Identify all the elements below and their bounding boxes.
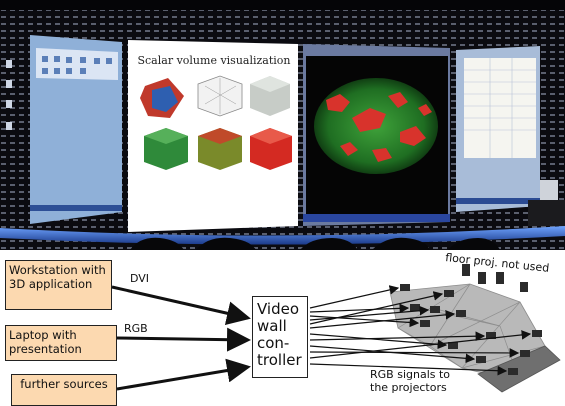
dvi-arrow [111, 285, 251, 326]
workstation-source-box: Workstation with 3D application [5, 260, 112, 310]
laptop-label: Laptop with presentation [9, 328, 82, 356]
rgb-arrow [116, 327, 251, 352]
screen-title: Scalar volume visualization [137, 54, 290, 67]
further-arrow [116, 358, 251, 391]
rgb-output-label: RGB signals to the projectors [370, 368, 451, 394]
rgb-label: RGB [124, 322, 148, 335]
laptop-source-box: Laptop with presentation [5, 325, 117, 361]
scalar-visualization-screen: Scalar volume visualization [128, 40, 298, 232]
volume-rendering-screen [303, 44, 450, 226]
further-sources-box: further sources [11, 374, 117, 406]
video-wall-controller-box: Video wall con- troller [252, 296, 308, 378]
right-desktop-screen [456, 46, 540, 212]
floor-glow [0, 226, 565, 245]
projector-units [400, 264, 542, 375]
signal-routing-diagram: Workstation with 3D application Laptop w… [0, 250, 565, 406]
dvi-label: DVI [130, 272, 150, 285]
diagram-arrows [111, 264, 561, 393]
controller-label: Video wall con- troller [257, 300, 302, 369]
further-sources-label: further sources [20, 377, 108, 391]
workstation-label: Workstation with 3D application [9, 263, 106, 291]
left-desktop-screen [30, 35, 122, 224]
output-arrows [309, 285, 532, 376]
video-wall-photo: Scalar volume visualization [0, 0, 565, 250]
